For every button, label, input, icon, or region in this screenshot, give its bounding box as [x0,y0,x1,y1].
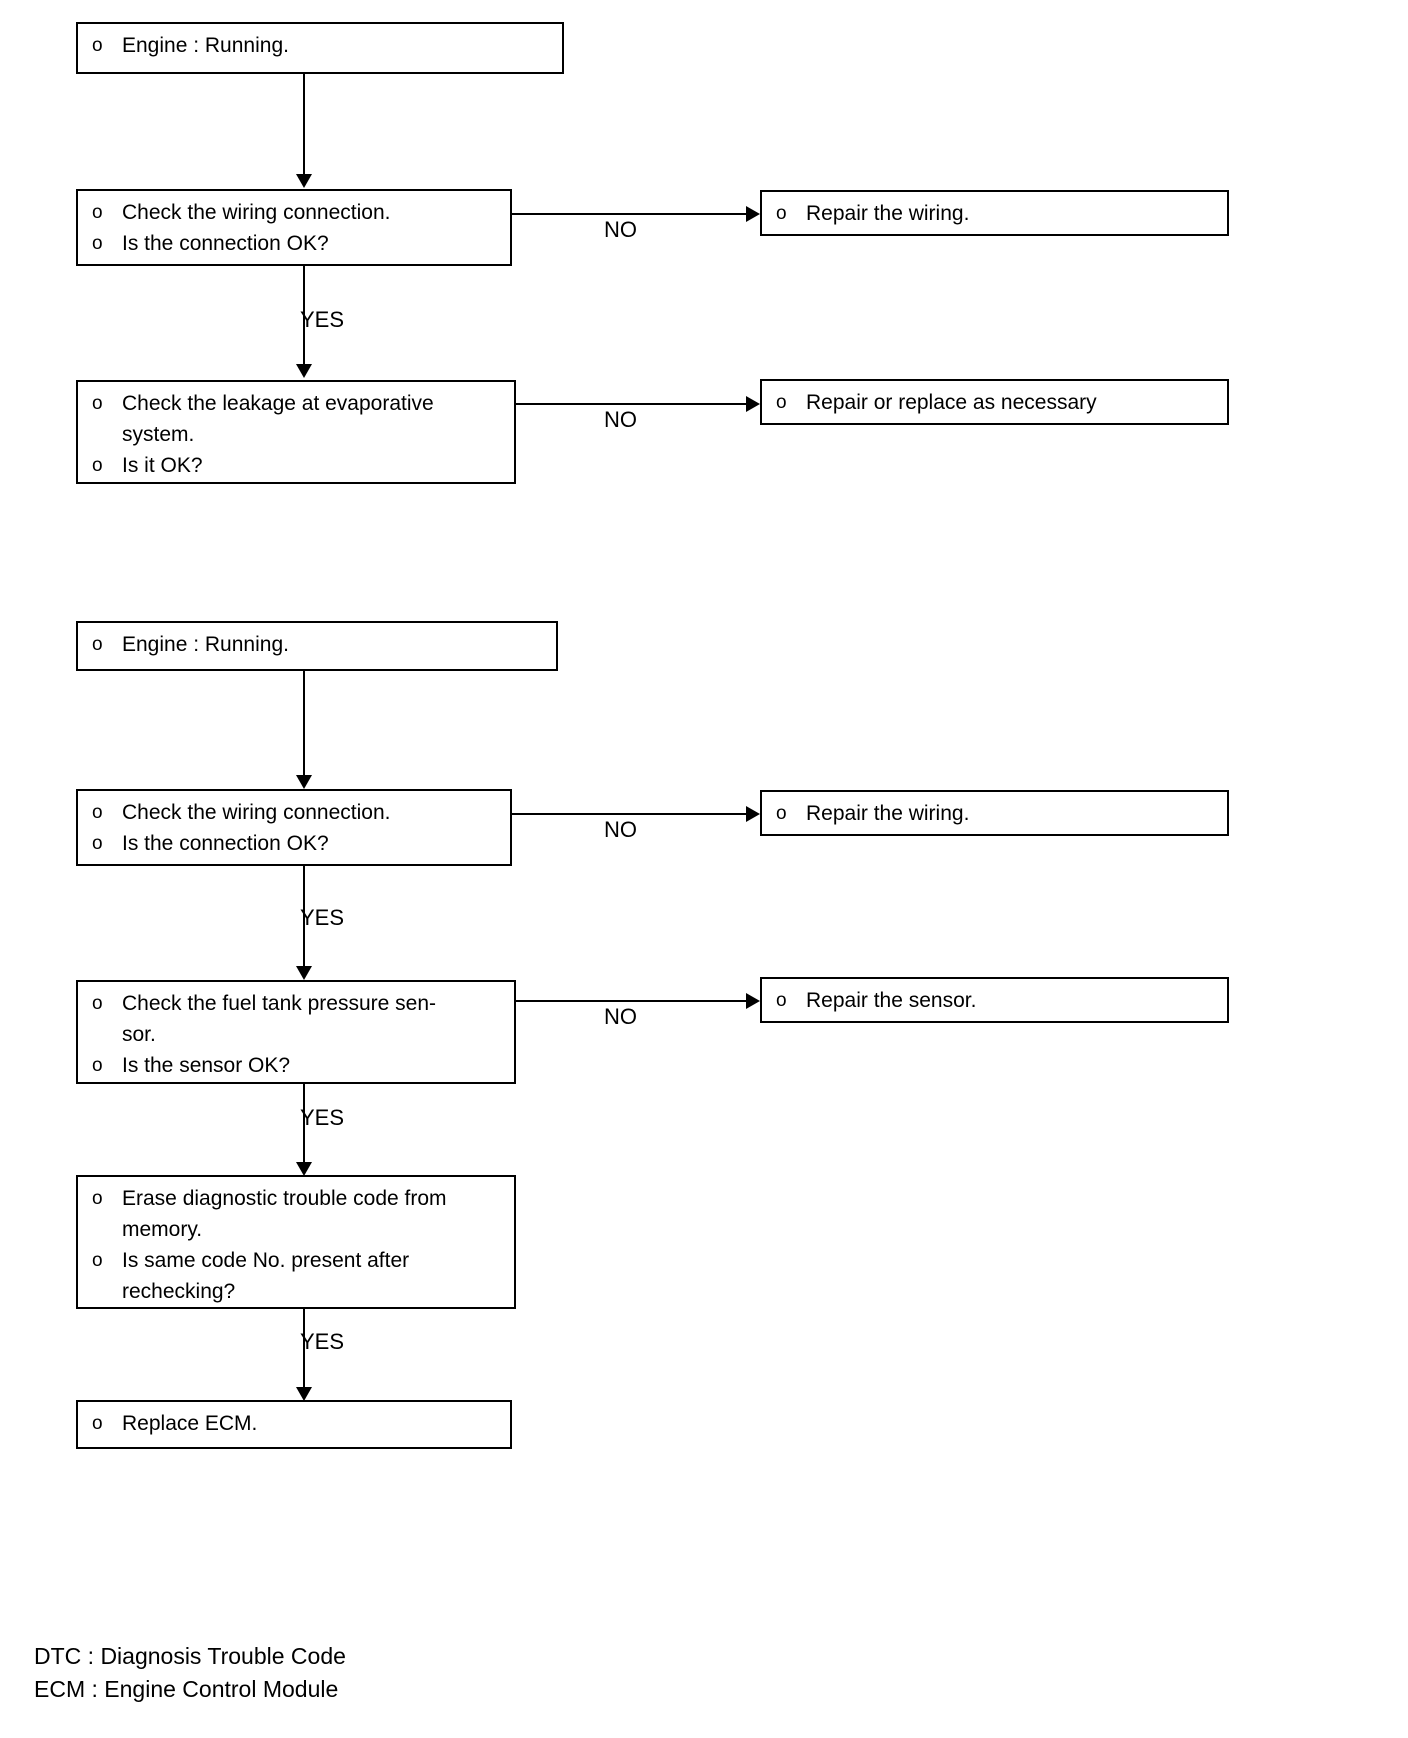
node-engine-running-1: o Engine : Running. [76,22,564,74]
connector-line [303,74,305,176]
arrow-head-icon [746,806,760,822]
bullet-icon: o [92,634,103,655]
legend-ecm: ECM : Engine Control Module [34,1676,339,1702]
arrow-head-icon [296,1162,312,1176]
node-text: Check the wiring connection. [122,201,391,224]
connector-line [516,403,748,405]
bullet-icon: o [92,35,103,56]
edge-label-yes: YES [300,307,345,332]
edge-label-no: NO [604,407,637,432]
edge-label-no: NO [604,1004,637,1029]
bullet-icon: o [92,233,103,254]
arrow-head-icon [296,364,312,378]
bullet-icon: o [92,393,103,414]
node-text: Erase diagnostic trouble code from [122,1187,447,1210]
node-text: Check the wiring connection. [122,801,391,824]
bullet-icon: o [92,202,103,223]
bullet-icon: o [92,1250,103,1271]
node-check-wiring-2: o Check the wiring connection. o Is the … [76,789,512,866]
node-text: Is it OK? [122,454,203,477]
arrow-head-icon [746,993,760,1009]
connector-line [512,213,748,215]
node-engine-running-2: o Engine : Running. [76,621,558,671]
edge-label-yes: YES [300,1329,345,1354]
node-text-continuation: rechecking? [122,1280,236,1303]
node-text: Check the leakage at evaporative [122,392,434,415]
bullet-icon: o [776,990,787,1011]
legend-dtc: DTC : Diagnosis Trouble Code [34,1643,346,1669]
arrow-head-icon [296,174,312,188]
node-repair-wiring-2: o Repair the wiring. [760,790,1229,836]
connector-line [512,813,748,815]
arrow-head-icon [296,966,312,980]
node-text: Is same code No. present after [122,1249,410,1272]
bullet-icon: o [92,1188,103,1209]
edge-label-yes: YES [300,1105,345,1130]
connector-line [516,1000,748,1002]
node-text: Is the connection OK? [122,832,329,855]
node-check-sensor: o Check the fuel tank pressure sen- sor.… [76,980,516,1084]
arrow-head-icon [296,1387,312,1401]
bullet-icon: o [92,455,103,476]
arrow-head-icon [746,206,760,222]
node-text: Engine : Running. [122,34,289,57]
bullet-icon: o [776,392,787,413]
node-text: Repair or replace as necessary [806,391,1097,414]
connector-line [303,1084,305,1164]
connector-line [303,266,305,366]
node-text: Is the sensor OK? [122,1054,291,1077]
node-text: Repair the wiring. [806,202,970,225]
node-erase-dtc: o Erase diagnostic trouble code from mem… [76,1175,516,1309]
node-text: Repair the sensor. [806,989,977,1012]
bullet-icon: o [92,1413,103,1434]
edge-label-no: NO [604,217,637,242]
arrow-head-icon [296,775,312,789]
node-text: Engine : Running. [122,633,289,656]
node-repair-or-replace: o Repair or replace as necessary [760,379,1229,425]
node-text: Check the fuel tank pressure sen- [122,992,436,1015]
node-text: Is the connection OK? [122,232,329,255]
node-text-continuation: memory. [122,1218,203,1241]
connector-line [303,671,305,777]
node-repair-sensor: o Repair the sensor. [760,977,1229,1023]
node-replace-ecm: o Replace ECM. [76,1400,512,1449]
node-text: Repair the wiring. [806,802,970,825]
arrow-head-icon [746,396,760,412]
edge-label-no: NO [604,817,637,842]
node-text: Replace ECM. [122,1412,258,1435]
node-check-wiring-1: o Check the wiring connection. o Is the … [76,189,512,266]
edge-label-yes: YES [300,905,345,930]
bullet-icon: o [776,203,787,224]
node-repair-wiring-1: o Repair the wiring. [760,190,1229,236]
bullet-icon: o [92,802,103,823]
bullet-icon: o [92,1055,103,1076]
bullet-icon: o [92,833,103,854]
node-text-continuation: system. [122,423,195,446]
node-text-continuation: sor. [122,1023,156,1046]
connector-line [303,1309,305,1389]
bullet-icon: o [92,993,103,1014]
bullet-icon: o [776,803,787,824]
node-check-leakage: o Check the leakage at evaporative syste… [76,380,516,484]
connector-line [303,866,305,968]
